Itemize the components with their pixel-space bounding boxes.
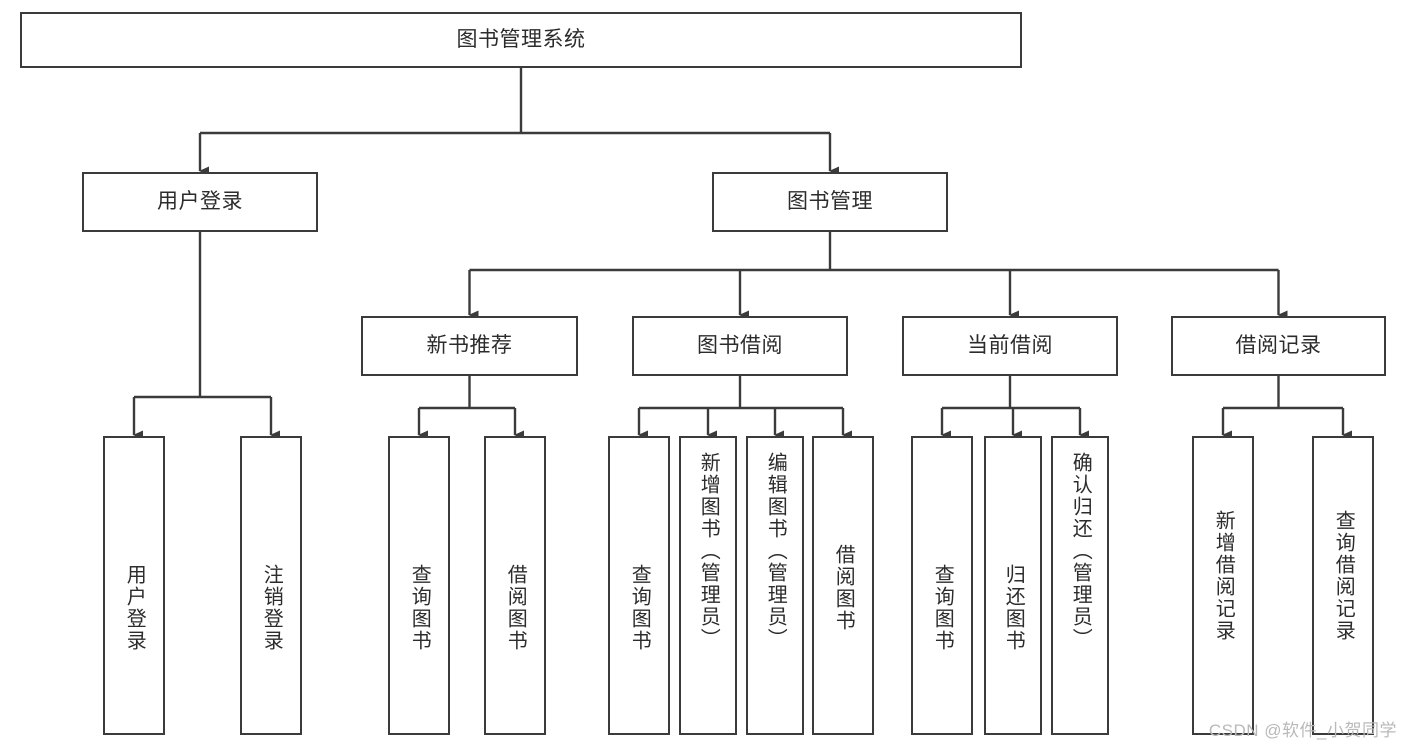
node-label: 新增借阅记录 <box>1212 510 1235 642</box>
node-leaf_0[interactable]: 用户登录 <box>103 436 165 735</box>
node-label: 确认归还（管理员） <box>1069 452 1092 650</box>
watermark-label: CSDN @软件_小贺同学 <box>1208 721 1397 740</box>
node-label: 归还图书 <box>1002 564 1025 652</box>
node-label: 图书借阅 <box>697 334 783 358</box>
node-leaf_9[interactable]: 归还图书 <box>984 436 1042 735</box>
node-label: 图书管理系统 <box>456 28 586 52</box>
node-label: 查询借阅记录 <box>1332 510 1355 642</box>
node-label: 编辑图书（管理员） <box>764 452 787 650</box>
node-l2_2[interactable]: 当前借阅 <box>902 316 1118 376</box>
node-label: 借阅记录 <box>1235 334 1322 358</box>
node-label: 当前借阅 <box>967 334 1053 358</box>
node-leaf_3[interactable]: 借阅图书 <box>484 436 546 735</box>
node-label: 用户登录 <box>157 190 243 214</box>
node-leaf_2[interactable]: 查询图书 <box>388 436 450 735</box>
node-label: 新增图书（管理员） <box>697 452 720 650</box>
node-leaf_11[interactable]: 新增借阅记录 <box>1192 436 1254 735</box>
node-leaf_4[interactable]: 查询图书 <box>608 436 670 735</box>
node-label: 注销登录 <box>260 564 283 652</box>
node-label: 查询图书 <box>628 564 651 652</box>
node-label: 查询图书 <box>408 564 431 652</box>
node-leaf_10[interactable]: 确认归还（管理员） <box>1051 436 1109 735</box>
node-l2_3[interactable]: 借阅记录 <box>1171 316 1386 376</box>
node-leaf_7[interactable]: 借阅图书 <box>812 436 874 735</box>
node-l2_1[interactable]: 图书借阅 <box>632 316 848 376</box>
node-leaf_1[interactable]: 注销登录 <box>240 436 302 735</box>
node-label: 查询图书 <box>931 564 954 652</box>
connector-lines <box>132 68 1352 440</box>
node-leaf_12[interactable]: 查询借阅记录 <box>1312 436 1374 735</box>
node-leaf_5[interactable]: 新增图书（管理员） <box>679 436 737 735</box>
node-l2_0[interactable]: 新书推荐 <box>361 316 578 376</box>
node-leaf_8[interactable]: 查询图书 <box>911 436 973 735</box>
node-label: 新书推荐 <box>426 334 513 358</box>
node-label: 用户登录 <box>123 564 146 652</box>
node-leaf_6[interactable]: 编辑图书（管理员） <box>746 436 804 735</box>
node-l1_1[interactable]: 图书管理 <box>712 172 948 232</box>
node-label: 图书管理 <box>787 190 873 214</box>
node-label: 借阅图书 <box>504 564 527 652</box>
node-root[interactable]: 图书管理系统 <box>20 12 1022 68</box>
node-label: 借阅图书 <box>832 544 855 632</box>
node-l1_0[interactable]: 用户登录 <box>82 172 318 232</box>
